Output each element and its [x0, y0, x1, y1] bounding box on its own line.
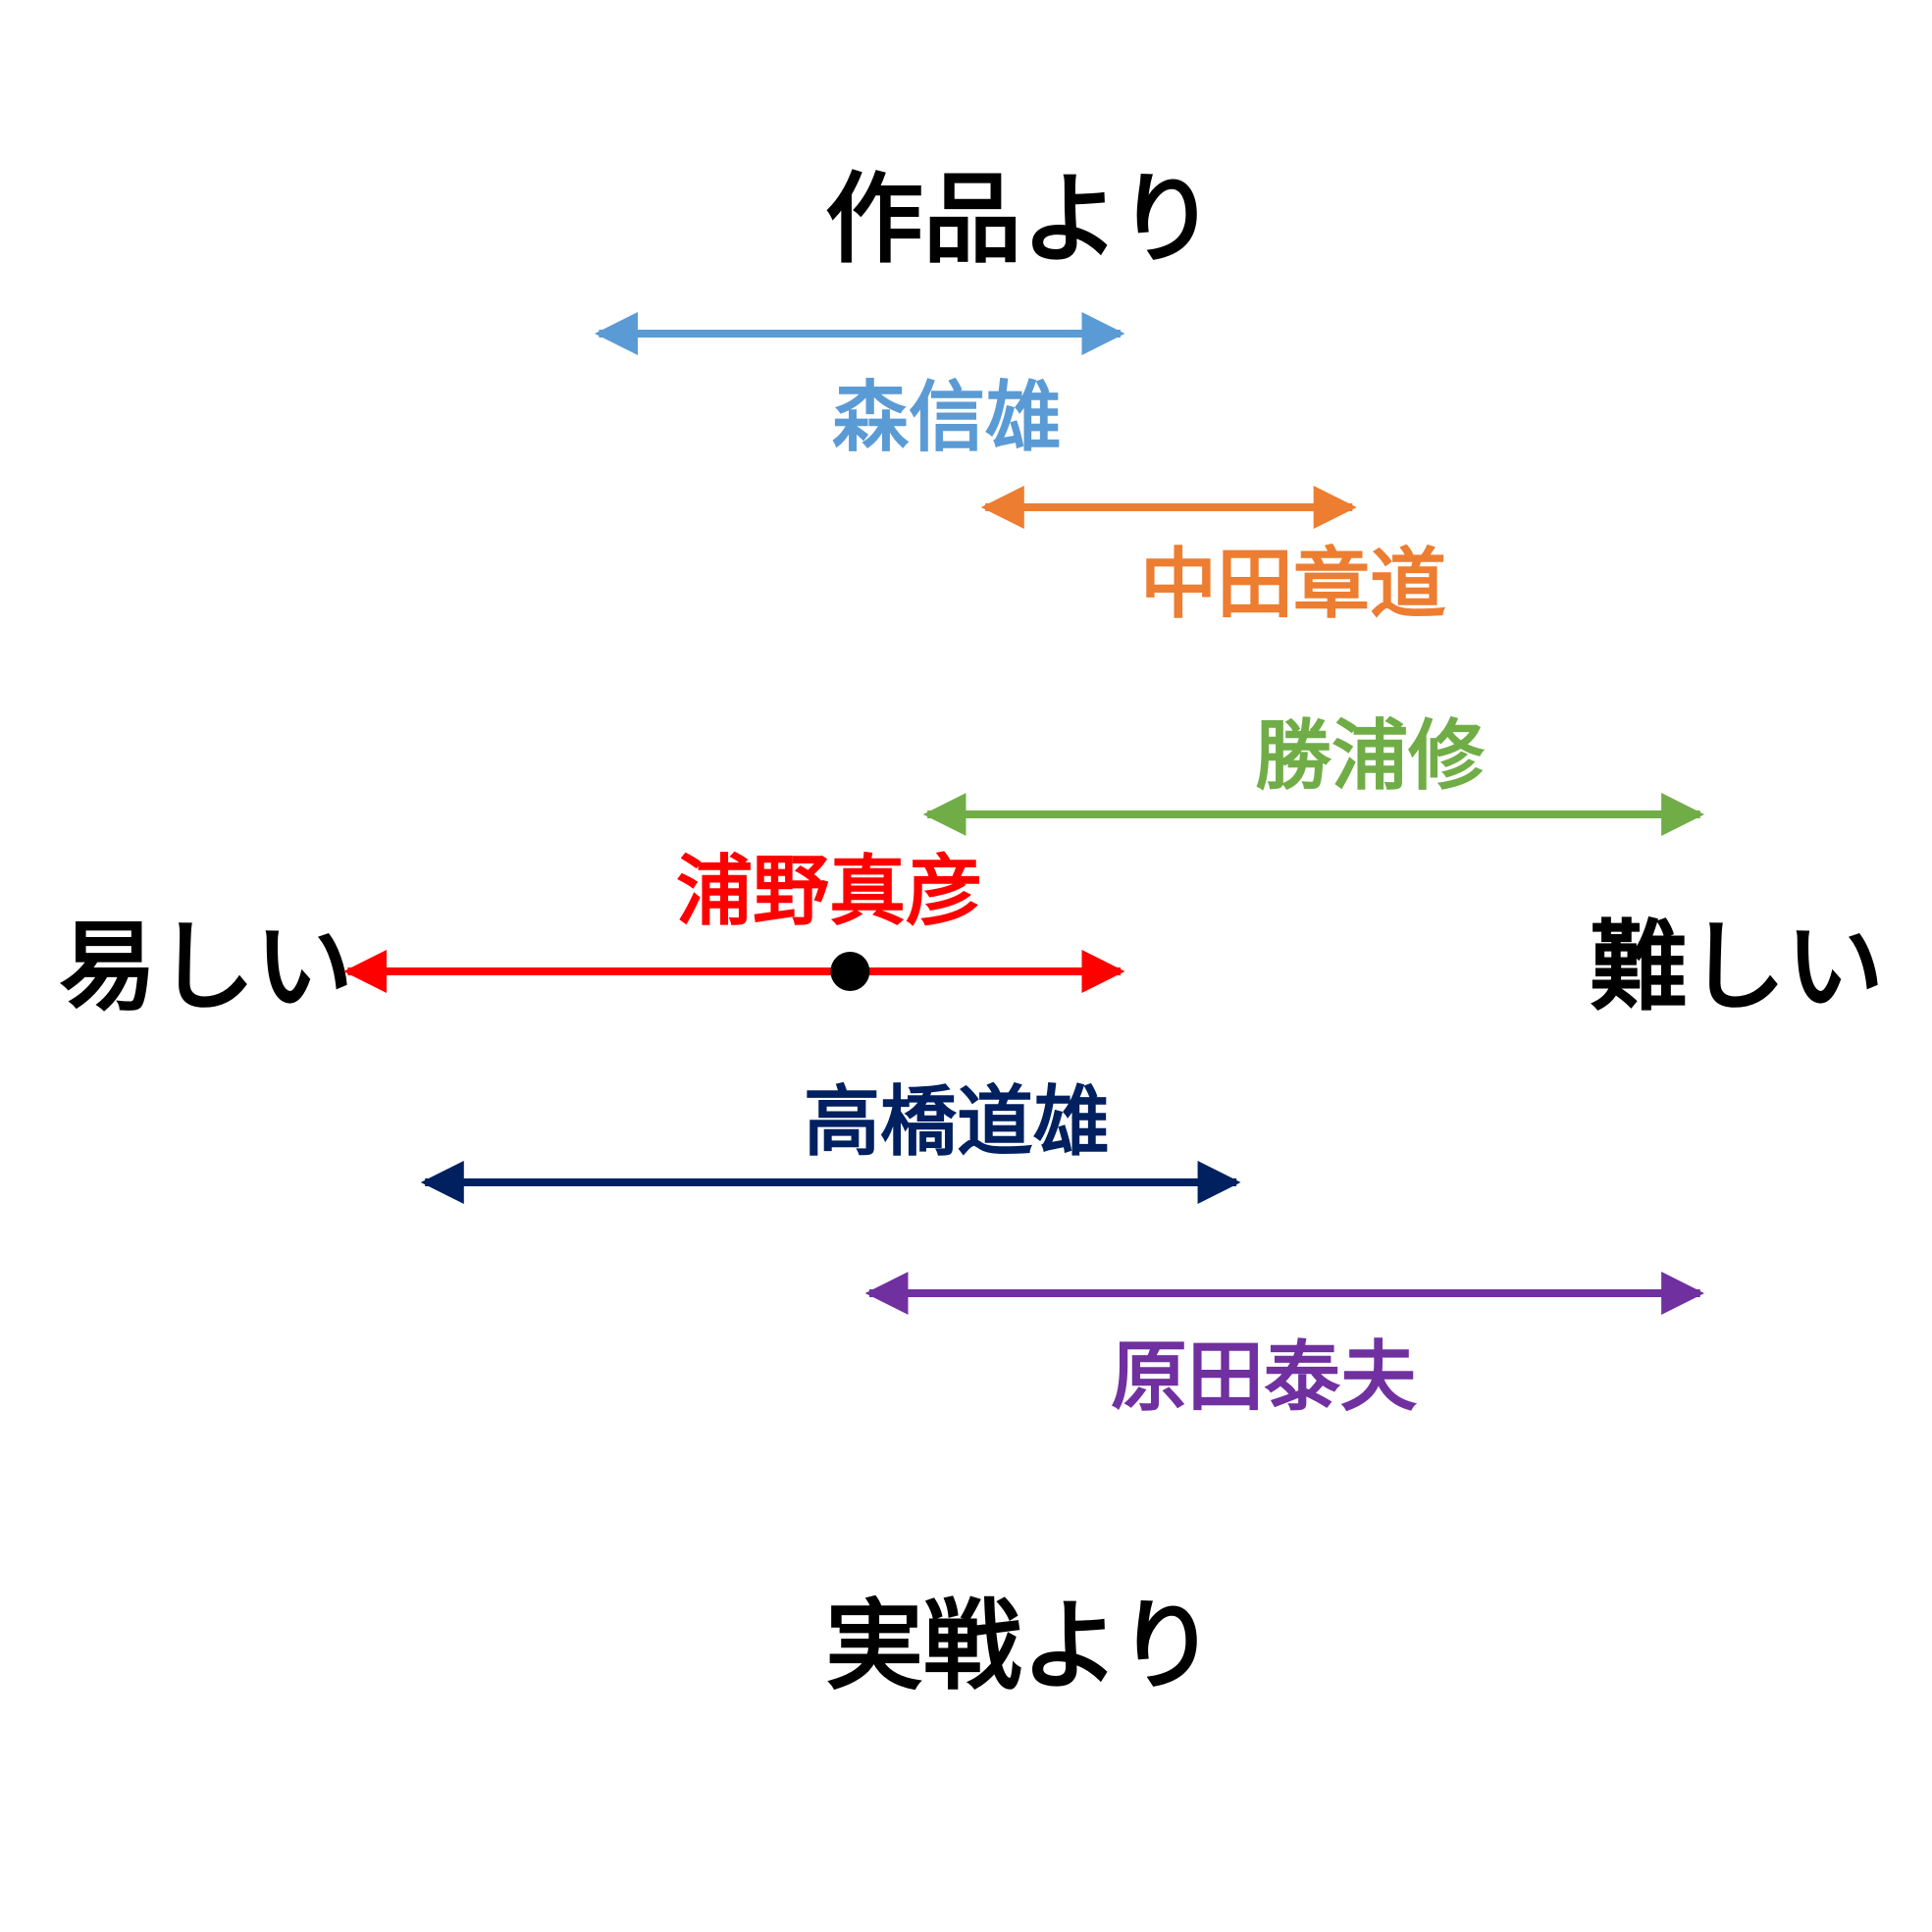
axis-label-right: 難しい: [1590, 910, 1884, 1024]
author-label-4: 浦野真彦: [676, 848, 982, 936]
axis-label-top: 作品より: [825, 162, 1216, 277]
author-label-5: 高橋道雄: [804, 1078, 1110, 1167]
author-label-2: 中田章道: [1140, 541, 1446, 629]
axis-label-left: 易しい: [59, 910, 353, 1024]
author-label-3: 勝浦修: [1255, 712, 1486, 801]
author-label-1: 森信雄: [832, 374, 1062, 462]
axis-label-bottom: 実戦より: [825, 1589, 1216, 1703]
author-label-6: 原田泰夫: [1111, 1333, 1418, 1422]
range-marker-dot: [830, 952, 870, 991]
